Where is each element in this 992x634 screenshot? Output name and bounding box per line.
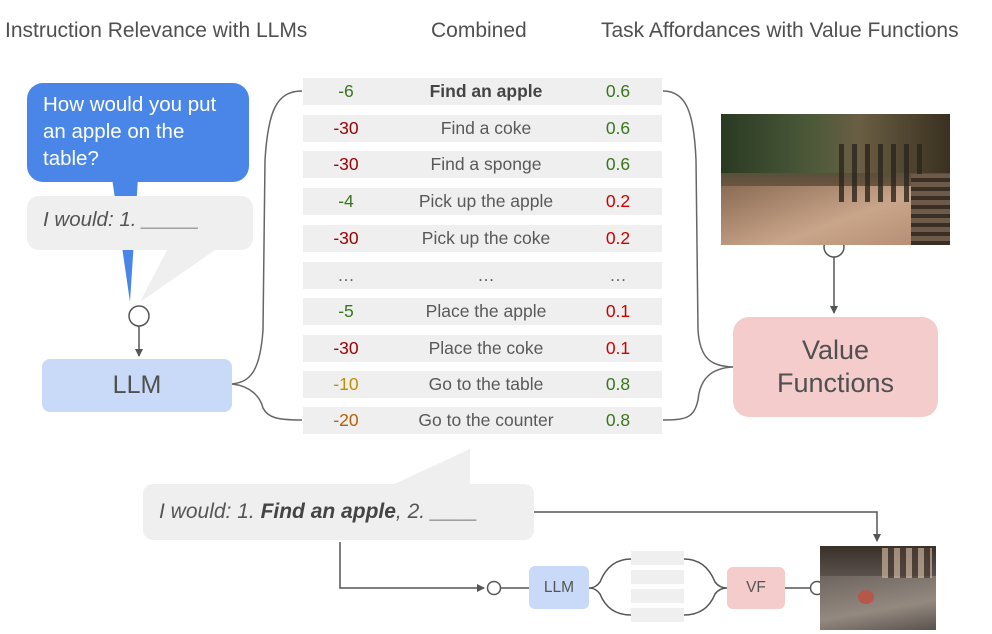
plan-output-bubble: I would: 1. Find an apple, 2. ____ xyxy=(143,484,534,540)
table-to-vf-bracket xyxy=(662,90,734,421)
table-row: -5 Place the apple 0.1 xyxy=(303,298,662,325)
prompt-bubble: I would: 1. _____ xyxy=(27,196,253,250)
vf-score: 0.1 xyxy=(605,301,631,321)
skill-bar xyxy=(631,570,684,584)
table-row: … … … xyxy=(303,262,662,289)
skill-name: Pick up the coke xyxy=(421,228,551,248)
table-row: -30 Find a coke 0.6 xyxy=(303,115,662,142)
skill-name: Go to the table xyxy=(428,374,544,394)
table-row: -10 Go to the table 0.8 xyxy=(303,371,662,398)
skill-name: Place the coke xyxy=(428,338,544,358)
vf-score: 0.6 xyxy=(605,118,631,138)
skill-bar xyxy=(631,551,684,565)
bottom-to-photo-line xyxy=(534,511,881,542)
robot-camera-image xyxy=(721,114,950,245)
skill-name: Find a coke xyxy=(440,118,532,138)
vf-score: 0.8 xyxy=(605,410,631,430)
llm-to-table-bracket xyxy=(231,90,303,421)
table-row: -30 Place the coke 0.1 xyxy=(303,335,662,362)
llm-score: -30 xyxy=(333,118,359,138)
vf-score: 0.1 xyxy=(605,338,631,358)
prompt-bubble-tail xyxy=(140,248,218,302)
bottom-bubble-tail xyxy=(390,449,470,486)
value-functions-box: Value Functions xyxy=(733,317,938,417)
bottom-to-llm-line xyxy=(339,542,485,592)
skill-name: … xyxy=(477,265,495,285)
skill-name: Find an apple xyxy=(429,81,543,101)
vf-score: 0.6 xyxy=(605,81,631,101)
llm-score: -10 xyxy=(333,374,359,394)
llm-input-node xyxy=(128,305,150,327)
llm-score: -5 xyxy=(338,301,354,321)
small-llm-input-node xyxy=(486,580,502,596)
llm-score: -30 xyxy=(333,154,359,174)
table-row: -30 Pick up the coke 0.2 xyxy=(303,225,662,252)
skill-name: Find a sponge xyxy=(430,154,542,174)
skill-bar xyxy=(631,608,684,622)
llm-box: LLM xyxy=(42,359,232,412)
table-row: -4 Pick up the apple 0.2 xyxy=(303,188,662,215)
table-row: -30 Find a sponge 0.6 xyxy=(303,151,662,178)
small-vf-bracket xyxy=(683,558,728,616)
header-combined: Combined xyxy=(431,19,527,42)
vf-score: 0.2 xyxy=(605,191,631,211)
llm-score: -30 xyxy=(333,338,359,358)
vf-score: … xyxy=(609,265,627,285)
small-llm-box: LLM xyxy=(529,566,589,609)
plan-suffix: , 2. ____ xyxy=(395,500,478,523)
llm-score: -6 xyxy=(338,81,354,101)
table-row: -20 Go to the counter 0.8 xyxy=(303,407,662,434)
vf-score: 0.6 xyxy=(605,154,631,174)
small-llm-bracket xyxy=(588,558,632,616)
llm-score: … xyxy=(337,265,355,285)
vf-label-line2: Functions xyxy=(776,368,895,398)
robot-table-image xyxy=(820,546,936,630)
vf-score: 0.2 xyxy=(605,228,631,248)
plan-chosen-skill: Find an apple xyxy=(260,500,396,523)
vf-label-line1: Value xyxy=(801,335,870,365)
skill-bar xyxy=(631,589,684,603)
skill-name: Go to the counter xyxy=(418,410,554,430)
small-vf-box: VF xyxy=(727,567,785,609)
vf-score: 0.8 xyxy=(605,374,631,394)
header-task-affordances: Task Affordances with Value Functions xyxy=(601,19,959,42)
question-bubble: How would you put an apple on the table? xyxy=(27,83,249,182)
llm-score: -4 xyxy=(338,191,354,211)
llm-score: -20 xyxy=(333,410,359,430)
table-row: -6 Find an apple 0.6 xyxy=(303,78,662,105)
llm-score: -30 xyxy=(333,228,359,248)
skill-name: Pick up the apple xyxy=(418,191,554,211)
header-instruction-relevance: Instruction Relevance with LLMs xyxy=(5,19,308,42)
plan-prefix: I would: 1. xyxy=(159,500,261,523)
skill-name: Place the apple xyxy=(425,301,547,321)
